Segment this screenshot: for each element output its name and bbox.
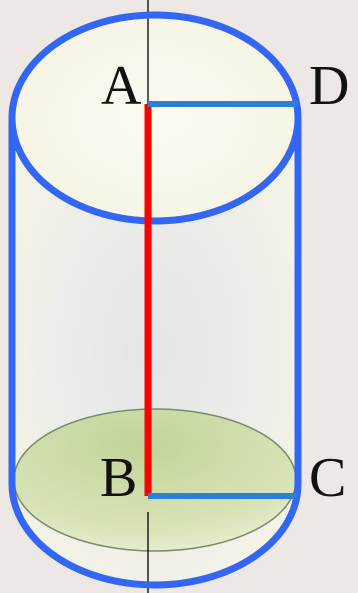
bottom-arc-outline — [8, 483, 302, 589]
point-label-a: A — [101, 55, 142, 117]
top-ellipse-outline — [8, 11, 302, 225]
bottom-base-disk — [13, 408, 297, 552]
point-label-c: C — [309, 447, 346, 509]
point-label-d: D — [309, 55, 349, 117]
top-face — [12, 15, 298, 221]
point-label-b: B — [100, 447, 137, 509]
